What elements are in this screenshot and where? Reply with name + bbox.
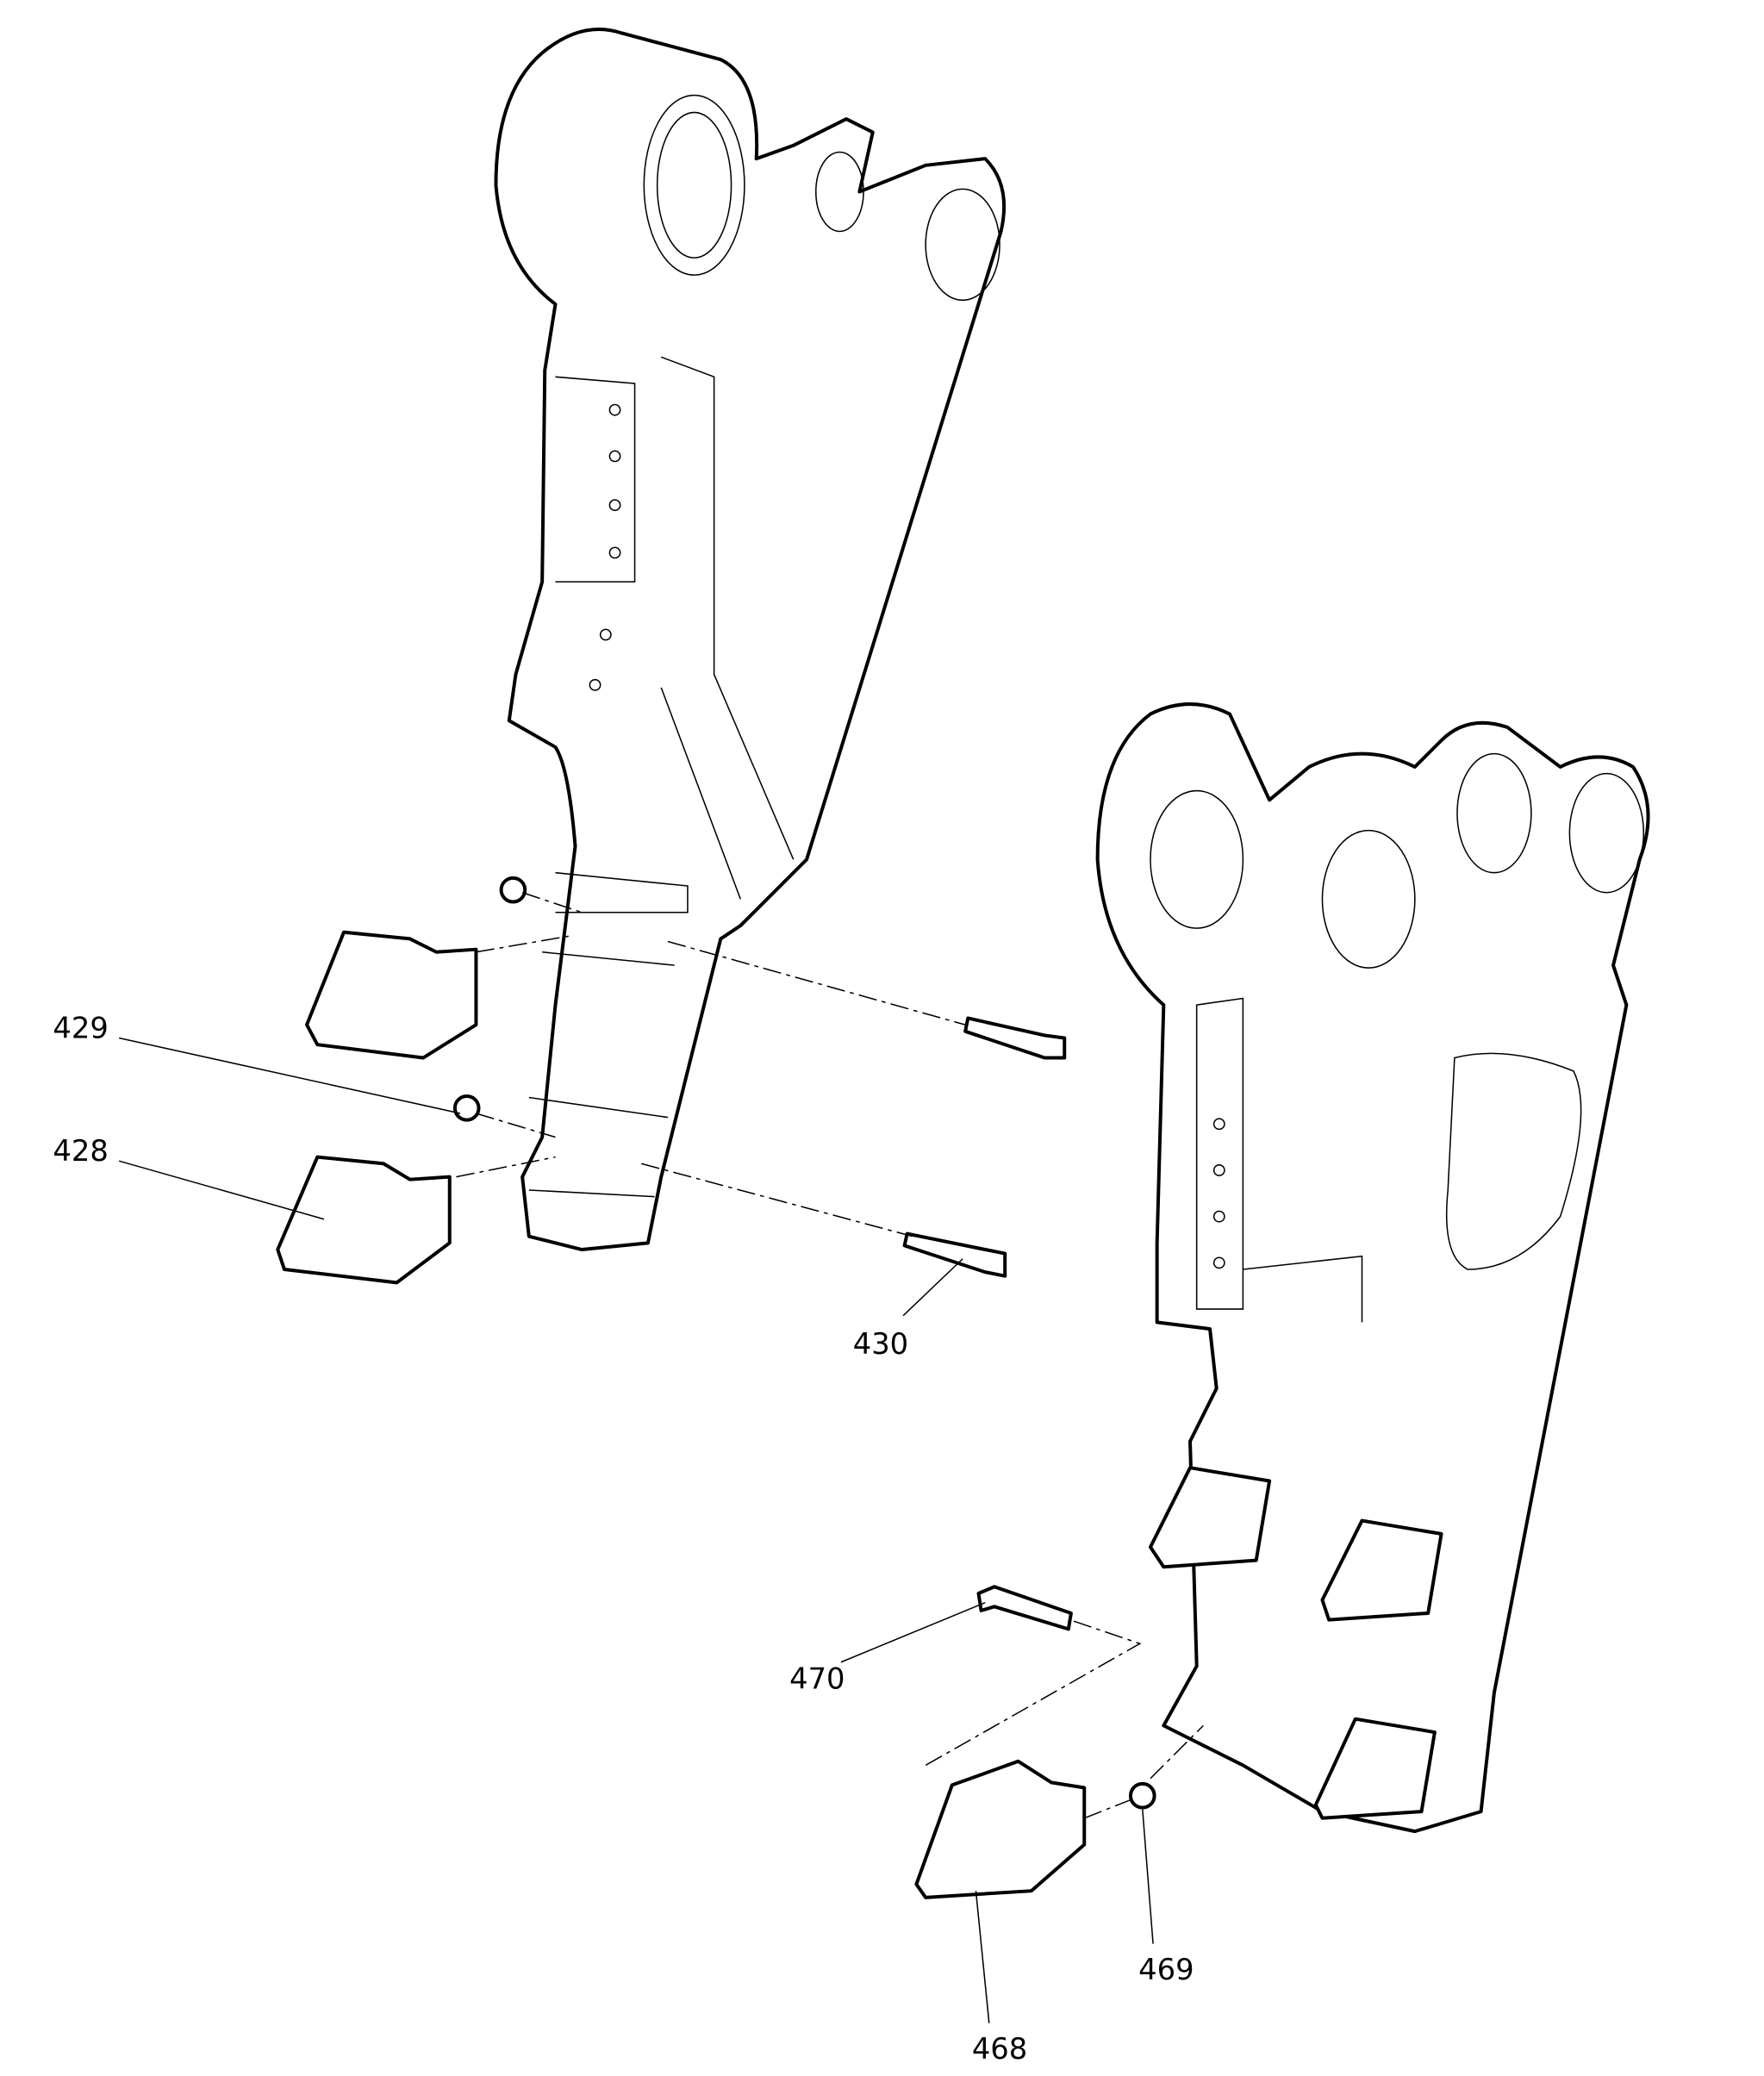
callout-468: 468	[972, 1891, 1027, 2066]
tooth-428-upper	[305, 930, 478, 1060]
nut-469	[1128, 1781, 1156, 1810]
bolt-430	[902, 1231, 1007, 1278]
nut-429-upper	[499, 876, 527, 904]
bolt-430-upper	[963, 1016, 1067, 1060]
callout-label: 469	[1138, 1953, 1194, 1986]
callout-label: 429	[53, 1012, 108, 1045]
callout-430: 430	[853, 1258, 963, 1361]
loose-parts	[276, 876, 1204, 1899]
callout-label: 470	[789, 1661, 845, 1695]
callout-469: 469	[1138, 1808, 1194, 1986]
bolt-470	[976, 1585, 1073, 1631]
callout-label: 468	[972, 2032, 1027, 2066]
callout-470: 470	[789, 1601, 986, 1695]
left-arm	[494, 27, 1007, 1251]
callout-label: 428	[53, 1134, 108, 1168]
tooth-428	[276, 1155, 452, 1285]
tooth-468	[914, 1759, 1087, 1899]
callout-428: 428	[53, 1134, 325, 1220]
callout-429: 429	[53, 1012, 461, 1114]
nut-429	[452, 1094, 481, 1122]
callout-label: 430	[853, 1327, 908, 1361]
right-arm	[1095, 702, 1650, 1834]
